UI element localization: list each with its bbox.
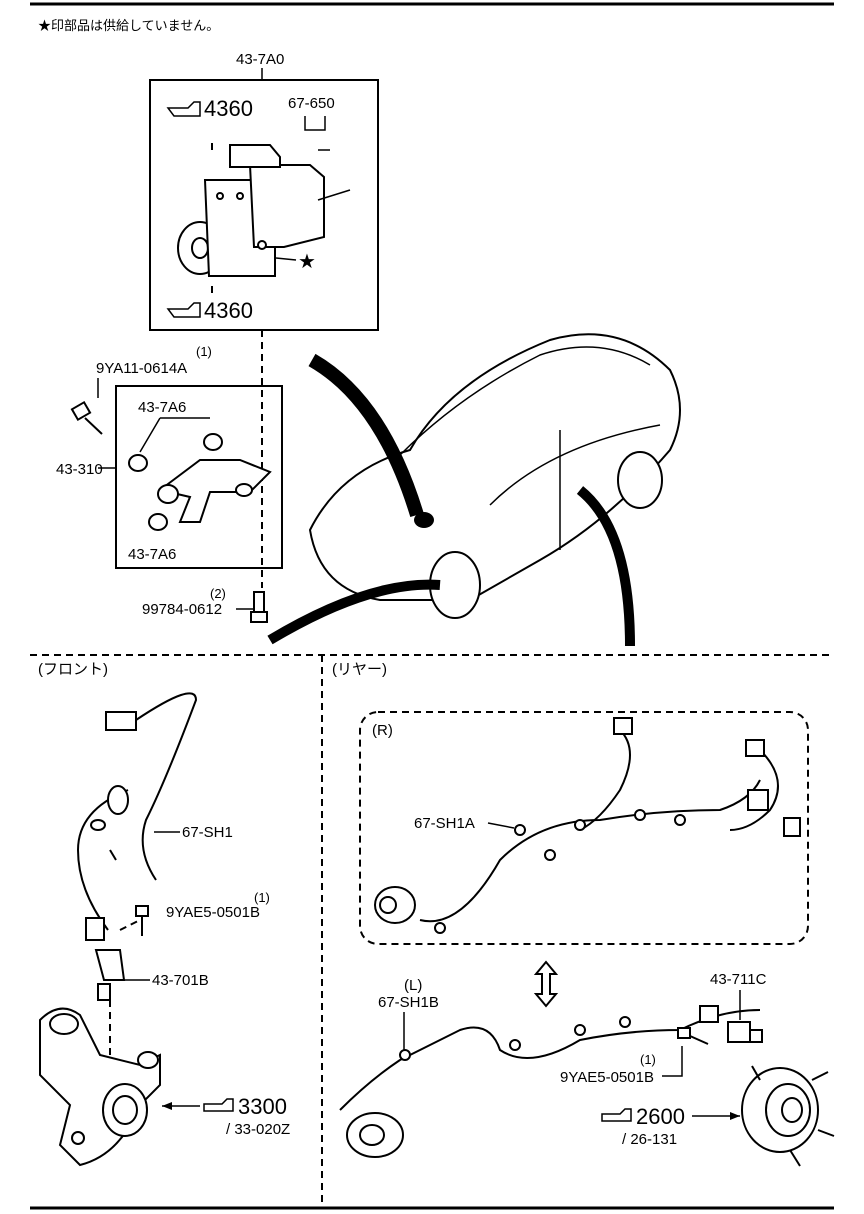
mount-bottom-part-no[interactable]: 43-7A6	[128, 546, 176, 563]
rear-ref-sub[interactable]: / 26-131	[622, 1131, 677, 1148]
front-section-label: (フロント)	[38, 661, 108, 678]
reference-hand-icon	[166, 101, 201, 117]
bracket-bolt-part-no[interactable]: 9YA11-0614A	[96, 360, 187, 377]
rear-bolt-part-no[interactable]: 9YAE5-0501B	[560, 1069, 654, 1086]
bracket-box	[115, 385, 283, 569]
rear-sensor-drawing	[727, 1021, 763, 1043]
rear-right-harness-part-no[interactable]: 67-SH1A	[414, 815, 475, 832]
rear-right-harness-drawing	[374, 717, 801, 934]
rear-left-tag: (L)	[404, 977, 422, 994]
screw-qty: (2)	[210, 586, 226, 601]
not-supplied-star-icon: ★	[298, 249, 316, 273]
rear-section-label: (リヤー)	[332, 661, 387, 678]
notice-text: ★印部品は供給していません。	[38, 18, 219, 33]
reference-hand-icon	[601, 1108, 632, 1122]
front-bolt-drawing	[135, 905, 149, 936]
rear-right-box	[359, 711, 809, 945]
rear-right-tag: (R)	[372, 722, 393, 739]
screw-drawing	[250, 591, 268, 623]
abs-ref-bottom[interactable]: 4360	[204, 298, 253, 323]
abs-ref-top[interactable]: 4360	[204, 96, 253, 121]
abs-unit-box	[149, 79, 379, 331]
front-ref-main[interactable]: 3300	[238, 1094, 287, 1119]
front-sensor-drawing	[94, 949, 126, 1001]
rear-hub-drawing	[741, 1065, 835, 1167]
rear-ref-main[interactable]: 2600	[636, 1104, 685, 1129]
front-bolt-qty: (1)	[254, 890, 270, 905]
front-harness-drawing	[76, 692, 198, 941]
bracket-assembly-part-no[interactable]: 43-310	[56, 461, 103, 478]
reference-hand-icon	[166, 302, 201, 318]
rear-bolt-qty: (1)	[640, 1052, 656, 1067]
left-right-swap-icon	[533, 960, 559, 1008]
abs-unit-part-no[interactable]: 43-7A0	[236, 51, 284, 68]
vehicle-illustration	[267, 333, 681, 647]
rear-left-harness-drawing	[339, 1005, 761, 1158]
abs-hydraulic-unit-drawing	[177, 140, 351, 296]
bracket-drawing	[128, 433, 272, 531]
front-harness-part-no[interactable]: 67-SH1	[182, 824, 233, 841]
bracket-bolt-qty: (1)	[196, 344, 212, 359]
front-bolt-part-no[interactable]: 9YAE5-0501B	[166, 904, 260, 921]
rear-sensor-part-no[interactable]: 43-711C	[710, 971, 767, 988]
front-sensor-part-no[interactable]: 43-701B	[152, 972, 209, 989]
abs-bolts-part-no[interactable]: 67-650	[288, 95, 335, 112]
mount-top-part-no[interactable]: 43-7A6	[138, 399, 186, 416]
bracket-bolt-drawing	[70, 400, 103, 435]
screw-part-no[interactable]: 99784-0612	[142, 601, 222, 618]
reference-hand-icon	[203, 1098, 234, 1112]
rear-left-harness-part-no[interactable]: 67-SH1B	[378, 994, 439, 1011]
rear-bolt-drawing	[677, 1027, 709, 1045]
front-knuckle-drawing	[39, 1007, 161, 1167]
front-ref-sub[interactable]: / 33-020Z	[226, 1121, 290, 1138]
